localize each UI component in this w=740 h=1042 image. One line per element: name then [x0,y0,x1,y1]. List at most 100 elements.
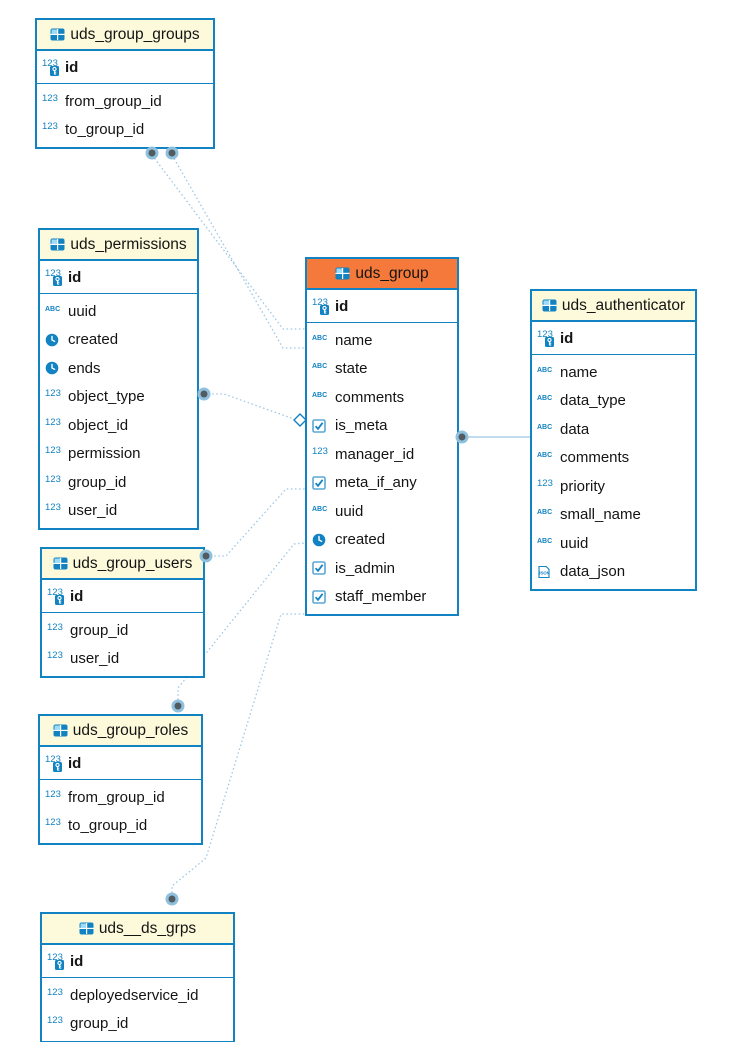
numeric-type-icon: 123 [42,121,58,132]
column-name: is_admin [335,559,396,577]
datetime-type-icon [312,533,331,547]
table-header-uds_group[interactable]: uds_group [307,259,457,290]
column-uds_authenticator-priority[interactable]: 123 priority [532,472,695,501]
column-name: data_type [560,392,626,410]
column-uds_permissions-created[interactable]: created [40,326,197,355]
numeric-type-icon: 123 [47,1015,63,1026]
column-uds_group-meta_if_any[interactable]: meta_if_any [307,469,457,498]
column-uds_permissions-object_type[interactable]: 123 object_type [40,383,197,412]
relationship-uds-group-groups-to-group-id[interactable] [171,154,306,349]
column-name: is_meta [335,417,388,435]
column-uds_group-is_meta[interactable]: is_meta [307,412,457,441]
column-uds__ds_grps-group_id[interactable]: 123 group_id [42,1010,233,1039]
column-uds_permissions-ends[interactable]: ends [40,354,197,383]
column-name: group_id [70,1015,129,1033]
numeric-type-icon: 123 [42,92,58,104]
table-header-uds_group_groups[interactable]: uds_group_groups [37,20,213,51]
relationship-uds-group-users-group-id[interactable] [206,488,306,557]
column-uds_group-staff_member[interactable]: staff_member [307,583,457,612]
column-name: deployedservice_id [70,986,199,1004]
text-type-icon: ABC [312,505,328,513]
table-icon [50,28,65,41]
column-uds_group-created[interactable]: created [307,526,457,555]
primary-key-icon: 123 [312,298,331,316]
column-name: data_json [560,563,626,581]
relationship-uds-group-groups-from-group-id[interactable] [151,154,306,330]
column-uds_group-uuid[interactable]: ABC uuid [307,497,457,526]
column-uds_authenticator-uuid[interactable]: ABC uuid [532,529,695,558]
column-name: meta_if_any [335,474,417,492]
table-header-uds_authenticator[interactable]: uds_authenticator [532,291,695,322]
table-header-uds_group_roles[interactable]: uds_group_roles [40,716,201,747]
primary-key-icon: 123 [47,588,66,606]
numeric-type-icon: 123 [45,416,61,428]
boolean-type-icon [312,561,331,576]
column-name: from_group_id [65,92,162,110]
column-name: permission [68,445,141,463]
column-name: uuid [335,502,364,520]
column-name: user_id [70,650,120,668]
column-name: object_type [68,388,145,406]
numeric-type-icon: 123 [45,788,61,800]
table-header-uds_permissions[interactable]: uds_permissions [40,230,197,261]
numeric-type-icon: 123 [45,473,61,485]
table-header-uds__ds_grps[interactable]: uds__ds_grps [42,914,233,945]
numeric-type-icon: 123 [537,477,553,489]
column-uds_group-is_admin[interactable]: is_admin [307,554,457,583]
column-name: priority [560,477,606,495]
table-icon [50,238,65,251]
column-name: uuid [560,534,589,552]
text-type-icon: ABC [537,537,553,545]
table-title: uds_permissions [70,235,187,253]
table-header-uds_group_users[interactable]: uds_group_users [42,549,203,580]
boolean-type-icon [312,589,331,604]
numeric-type-icon: 123 [45,388,61,399]
column-uds_group_groups-from_group_id[interactable]: 123 from_group_id [37,87,213,116]
column-name: manager_id [335,445,415,463]
